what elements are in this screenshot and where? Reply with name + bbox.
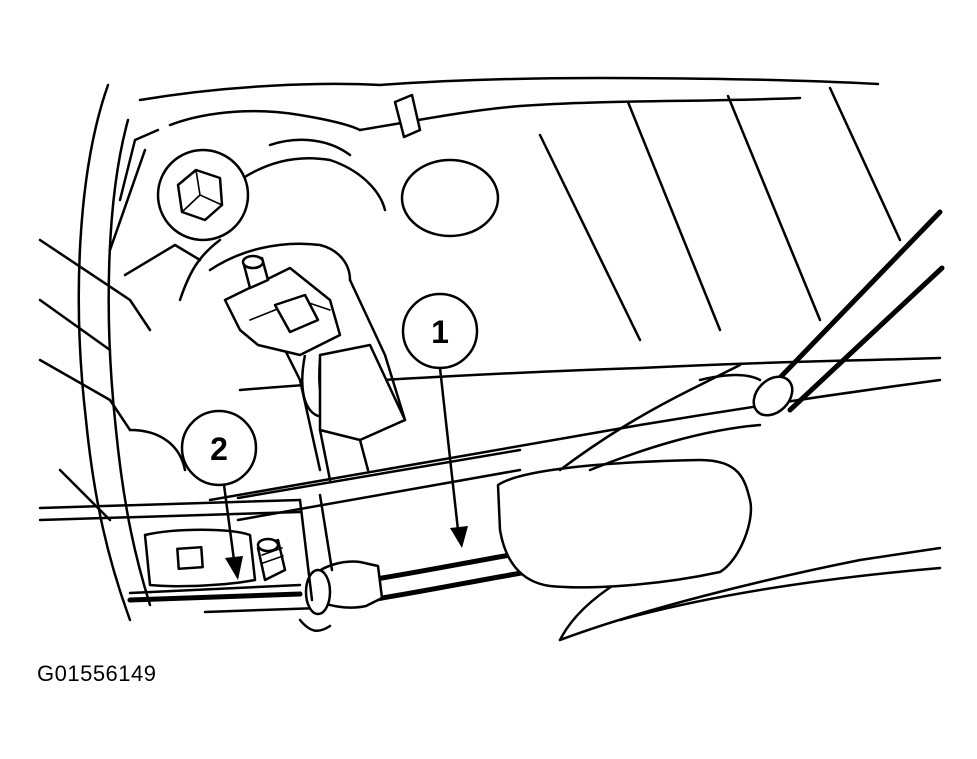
figure-id: G01556149 [37, 661, 157, 686]
callout-1-arrow-head [450, 526, 468, 548]
cable-bracket [223, 254, 407, 482]
parking-brake-cable [298, 493, 623, 633]
callout-2-arrow-head [225, 556, 243, 580]
trim-cover [496, 363, 762, 589]
callout-2-leader-line [222, 483, 236, 562]
callout-2-circle [180, 409, 258, 487]
callout-1-leader-line [438, 366, 460, 532]
pry-tool [698, 209, 945, 417]
cable-anchor-stud [143, 528, 287, 588]
callout-1-number: 1 [431, 314, 449, 350]
callout-2-number: 2 [210, 431, 228, 467]
mounting-bolt [156, 148, 250, 242]
vehicle-floor-structure [38, 76, 942, 642]
callout-2: 2 [180, 409, 258, 580]
callout-1: 1 [401, 292, 479, 548]
